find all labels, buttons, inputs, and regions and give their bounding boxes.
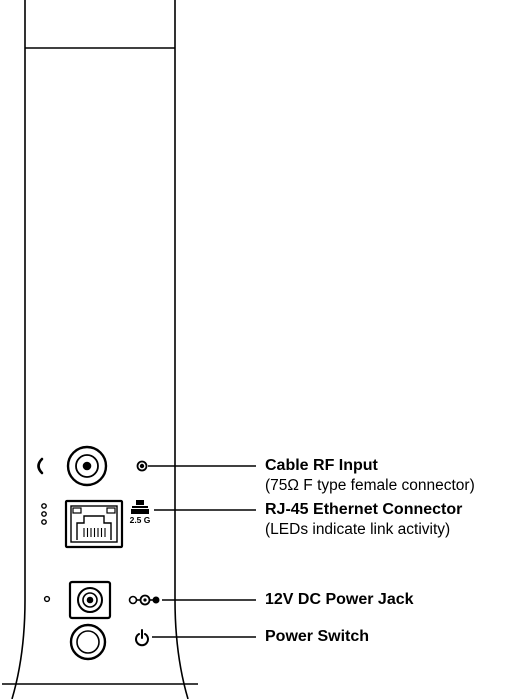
ethernet-area: 2.5 G <box>41 499 151 549</box>
wps-arc-icon <box>37 457 44 475</box>
status-led-2 <box>41 511 47 517</box>
ethernet-network-icon <box>131 500 149 514</box>
coax-middle-ring <box>75 454 99 478</box>
rj45-led-right <box>106 507 116 514</box>
callout-power-switch: Power Switch <box>265 627 369 647</box>
power-area <box>69 623 149 661</box>
rf-status-led <box>136 460 148 472</box>
power-icon <box>135 629 149 647</box>
callout-power-switch-title: Power Switch <box>265 628 370 645</box>
status-led-1 <box>41 503 47 509</box>
rj45-port-housing <box>64 499 124 549</box>
coax-center-pin <box>82 461 92 471</box>
rj45-socket-opening <box>76 515 112 540</box>
dc-area <box>43 580 160 620</box>
callout-ethernet: RJ-45 Ethernet Connector (LEDs indicate … <box>265 500 462 540</box>
callout-cable-rf: Cable RF Input (75Ω F type female connec… <box>265 456 475 496</box>
small-hole <box>43 595 51 603</box>
dc-jack-housing <box>68 580 112 620</box>
device-body <box>2 0 198 699</box>
coax-outer-ring <box>66 445 108 487</box>
power-switch-inner <box>76 630 100 654</box>
rf-status-led-dot <box>139 463 145 469</box>
callout-cable-rf-title: Cable RF Input <box>265 457 378 474</box>
callout-cable-rf-subtitle: (75Ω F type female connector) <box>265 477 475 494</box>
rj45-port-inner <box>70 505 118 543</box>
power-switch-outer <box>69 623 107 661</box>
callout-dc-power-title: 12V DC Power Jack <box>265 591 414 608</box>
rj45-pins <box>83 528 106 537</box>
callout-ethernet-subtitle: (LEDs indicate link activity) <box>265 521 451 538</box>
dc-jack-outer <box>77 587 103 613</box>
callout-ethernet-title: RJ-45 Ethernet Connector <box>265 501 463 518</box>
ethernet-speed-label: 2.5 G <box>130 515 151 525</box>
status-led-3 <box>41 519 47 525</box>
rf-area <box>37 445 148 487</box>
leader-lines <box>148 465 256 638</box>
dc-polarity-icon <box>128 594 160 606</box>
dc-jack-pin <box>86 596 94 604</box>
device-outline <box>11 0 189 699</box>
rj45-led-left <box>72 507 82 514</box>
callout-dc-power: 12V DC Power Jack <box>265 590 414 610</box>
dc-jack-inner <box>82 592 98 608</box>
